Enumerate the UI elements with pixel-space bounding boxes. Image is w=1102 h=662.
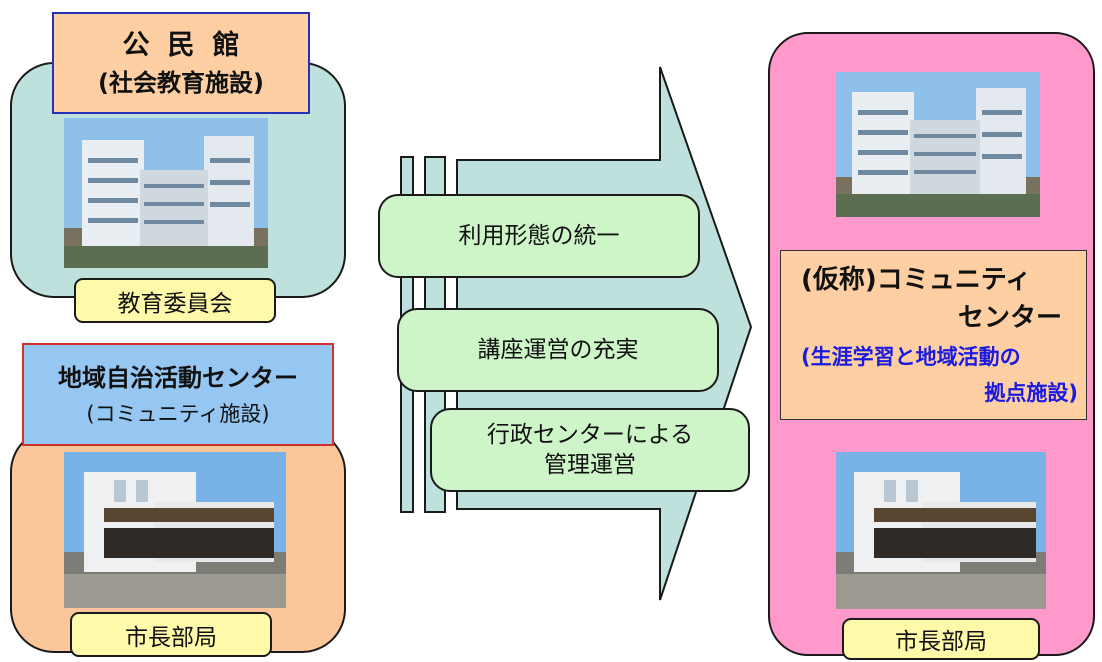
community-photo [64, 452, 286, 608]
community-title-box: 地域自治活動センター (コミュニティ施設) [22, 343, 334, 446]
center-photo-top [836, 72, 1040, 217]
center-desc-line1: (生涯学習と地域活動の [801, 345, 1021, 369]
community-title: 地域自治活動センター [58, 363, 298, 392]
kominkan-subtitle: (社会教育施設) [98, 69, 264, 97]
community-authority-label: 市長部局 [70, 612, 272, 657]
center-name-line1: (仮称)コミュニティ [801, 265, 1032, 295]
kominkan-photo [64, 118, 268, 268]
center-name-box: (仮称)コミュニティ センター (生涯学習と地域活動の 拠点施設) [780, 250, 1087, 420]
center-photo-bottom [836, 452, 1046, 609]
center-name-line2: センター [957, 303, 1062, 333]
kominkan-authority-label: 教育委員会 [74, 278, 276, 323]
kominkan-title: 公民館 [122, 30, 258, 61]
community-subtitle: (コミュニティ施設) [86, 401, 270, 426]
kominkan-title-box: 公民館 (社会教育施設) [52, 12, 310, 114]
measure-pill-3: 行政センターによる 管理運営 [430, 408, 750, 492]
measure-pill-1: 利用形態の統一 [378, 194, 700, 278]
measure-pill-2: 講座運営の充実 [397, 308, 719, 392]
center-desc-line2: 拠点施設) [984, 381, 1078, 405]
center-authority-label: 市長部局 [842, 618, 1040, 660]
